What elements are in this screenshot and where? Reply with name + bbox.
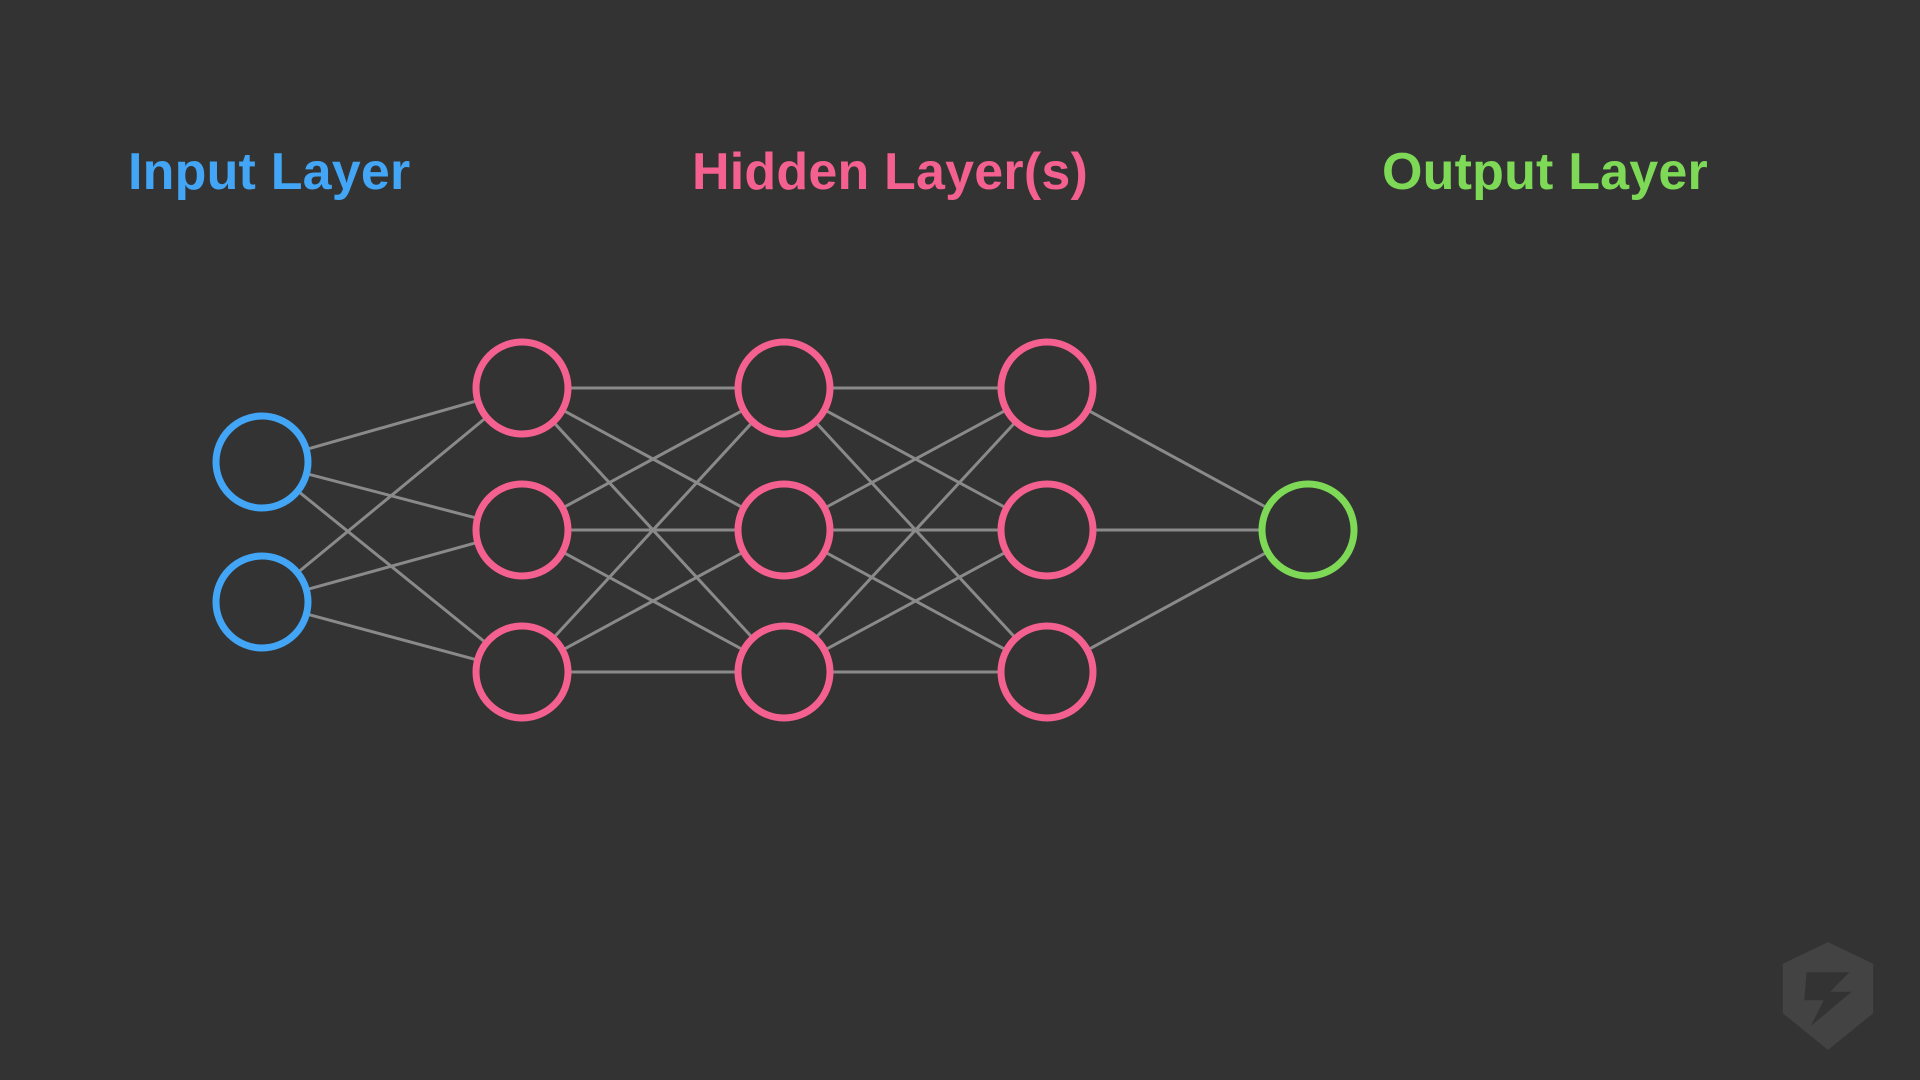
nodes-group	[212, 338, 1358, 722]
connection-edge	[304, 399, 480, 451]
connection-edge	[822, 408, 1009, 510]
hidden-node	[734, 338, 834, 438]
hidden-node	[997, 338, 1097, 438]
connection-edge	[560, 408, 746, 510]
input-node	[212, 552, 312, 652]
input-layer-label: Input Layer	[128, 143, 411, 201]
hidden-node	[734, 480, 834, 580]
hidden-node	[734, 622, 834, 722]
hidden-node	[472, 338, 572, 438]
hidden-node	[472, 622, 572, 722]
connection-edge	[560, 550, 746, 652]
connection-edge	[813, 420, 1018, 640]
connection-edge	[296, 415, 488, 575]
connection-edge	[304, 540, 480, 592]
connection-edge	[304, 612, 480, 662]
hidden-layer-label: Hidden Layer(s)	[692, 143, 1088, 201]
output-layer-label: Output Layer	[1382, 143, 1708, 201]
connection-edge	[822, 550, 1009, 652]
connection-edge	[1085, 550, 1270, 652]
hidden-node	[997, 622, 1097, 722]
connection-edge	[1085, 408, 1270, 510]
input-node	[212, 412, 312, 512]
hidden-node	[472, 480, 572, 580]
hidden-node	[997, 480, 1097, 580]
output-node	[1258, 480, 1358, 580]
connection-edge	[551, 420, 755, 640]
edges-group	[296, 386, 1270, 674]
